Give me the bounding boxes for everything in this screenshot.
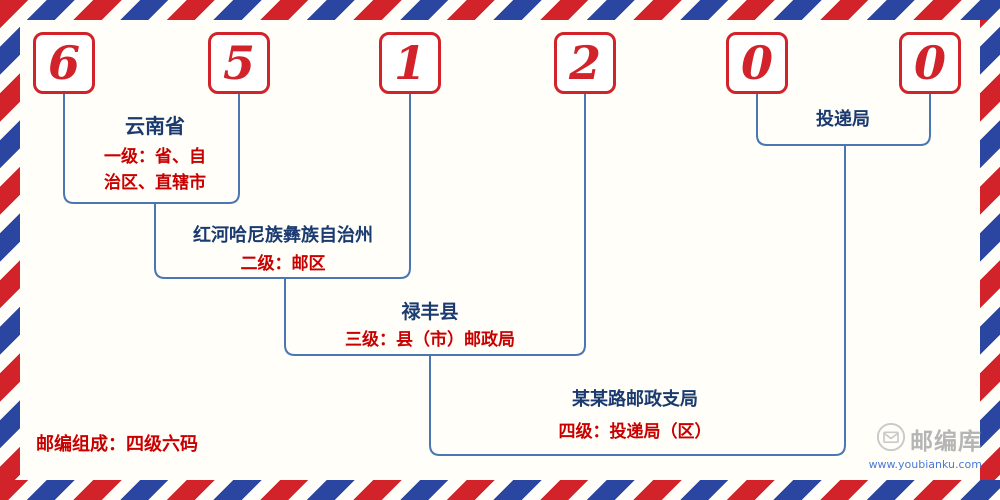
delivery-office-label: 投递局 — [783, 108, 903, 132]
digit-box-3: 1 — [379, 32, 441, 94]
bracket-level-1 — [63, 94, 240, 204]
bracket-level-3 — [284, 94, 586, 356]
digit-5: 0 — [740, 36, 773, 90]
digit-box-4: 2 — [554, 32, 616, 94]
bracket-level-2 — [154, 94, 411, 279]
level-3-place: 禄丰县 — [401, 301, 459, 323]
digit-4: 2 — [568, 36, 601, 90]
digit-box-6: 0 — [899, 32, 961, 94]
airmail-border-bottom — [0, 480, 1000, 500]
digit-box-2: 5 — [208, 32, 270, 94]
digit-2: 5 — [222, 36, 255, 90]
delivery-office-place: 投递局 — [816, 109, 870, 130]
level-3-desc: 三级：县（市）邮政局 — [345, 330, 515, 350]
level-2-desc: 二级：邮区 — [240, 254, 326, 274]
airmail-border-top — [0, 0, 1000, 20]
level-1-place: 云南省 — [125, 114, 185, 138]
level-4-desc: 四级：投递局（区） — [558, 422, 712, 442]
site-name: 邮编库 — [910, 429, 982, 455]
level-1-label: 云南省 一级：省、自治区、直辖市 — [99, 112, 211, 196]
composition-note: 邮编组成：四级六码 — [36, 434, 198, 455]
site-url-link[interactable]: www.youbianku.com — [868, 458, 982, 471]
envelope-icon — [876, 422, 906, 456]
digit-6: 0 — [913, 36, 946, 90]
digit-box-1: 6 — [33, 32, 95, 94]
digit-3: 1 — [393, 36, 426, 90]
level-4-label: 某某路邮政支局 四级：投递局（区） — [515, 388, 755, 444]
level-3-label: 禄丰县 三级：县（市）邮政局 — [320, 300, 540, 352]
digit-1: 6 — [47, 36, 80, 90]
bracket-delivery-office — [756, 94, 931, 146]
level-4-place: 某某路邮政支局 — [572, 389, 698, 410]
level-2-label: 红河哈尼族彝族自治州 二级：邮区 — [173, 224, 393, 276]
airmail-border-right — [980, 0, 1000, 500]
digit-box-5: 0 — [726, 32, 788, 94]
level-1-desc: 一级：省、自治区、直辖市 — [104, 147, 206, 193]
level-2-place: 红河哈尼族彝族自治州 — [193, 225, 373, 246]
site-logo: 邮编库 www.youbianku.com — [869, 422, 982, 471]
bracket-level-4 — [429, 145, 846, 456]
airmail-border-left — [0, 0, 20, 500]
